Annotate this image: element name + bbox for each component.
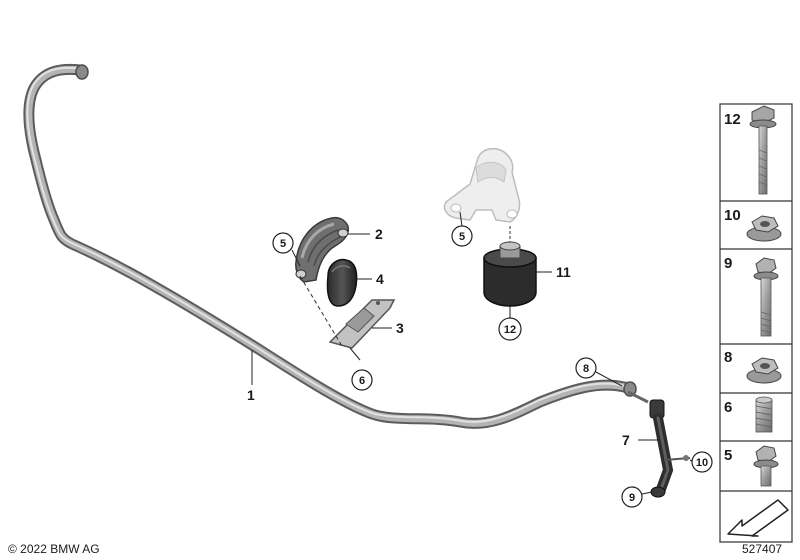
panel-cell-8: 8 <box>724 349 782 384</box>
svg-text:5: 5 <box>459 231 465 243</box>
svg-text:12: 12 <box>504 324 516 336</box>
callout-9: 9 <box>621 486 653 508</box>
callout-6: 6 <box>349 347 373 391</box>
svg-text:9: 9 <box>629 492 635 504</box>
svg-text:2: 2 <box>375 226 383 242</box>
svg-text:12: 12 <box>724 111 741 128</box>
coupling-rod <box>627 390 691 498</box>
stabilizer-bar <box>23 63 637 429</box>
svg-text:8: 8 <box>583 363 589 375</box>
svg-text:11: 11 <box>556 264 571 280</box>
svg-text:8: 8 <box>724 349 732 366</box>
callout-7: 7 <box>622 432 658 448</box>
clamp-plate <box>328 299 396 349</box>
svg-text:10: 10 <box>724 207 741 224</box>
callout-3: 3 <box>372 320 404 336</box>
callout-5-left: 5 <box>272 232 301 267</box>
svg-text:3: 3 <box>396 320 404 336</box>
callout-12: 12 <box>498 306 522 341</box>
parts-panel: 12 10 9 8 6 <box>719 103 793 543</box>
callout-10: 10 <box>689 451 713 473</box>
callout-1: 1 <box>247 350 255 403</box>
panel-arrow-icon <box>727 499 789 537</box>
svg-text:7: 7 <box>622 432 630 448</box>
callout-5-right: 5 <box>451 211 473 247</box>
panel-cell-6: 6 <box>724 396 773 433</box>
callout-11: 11 <box>536 264 571 280</box>
upper-bracket <box>443 147 521 223</box>
svg-text:6: 6 <box>724 399 732 416</box>
panel-cell-10: 10 <box>724 207 782 242</box>
stabilizer-bracket <box>295 216 350 283</box>
panel-cell-12: 12 <box>724 105 777 195</box>
callout-4: 4 <box>356 271 384 287</box>
svg-text:5: 5 <box>280 238 286 250</box>
copyright-text: © 2022 BMW AG <box>8 542 100 556</box>
svg-text:1: 1 <box>247 387 255 403</box>
panel-cell-9: 9 <box>724 255 779 337</box>
svg-text:6: 6 <box>359 375 365 387</box>
svg-text:4: 4 <box>376 271 384 287</box>
rubber-bushing <box>483 226 537 307</box>
callout-2: 2 <box>348 226 383 242</box>
svg-text:5: 5 <box>724 447 732 464</box>
callout-8: 8 <box>575 357 623 387</box>
panel-cell-5: 5 <box>724 445 779 487</box>
diagram-number: 527407 <box>742 542 782 556</box>
rubber-mount <box>326 258 358 307</box>
svg-text:10: 10 <box>696 457 708 469</box>
svg-text:9: 9 <box>724 255 732 272</box>
